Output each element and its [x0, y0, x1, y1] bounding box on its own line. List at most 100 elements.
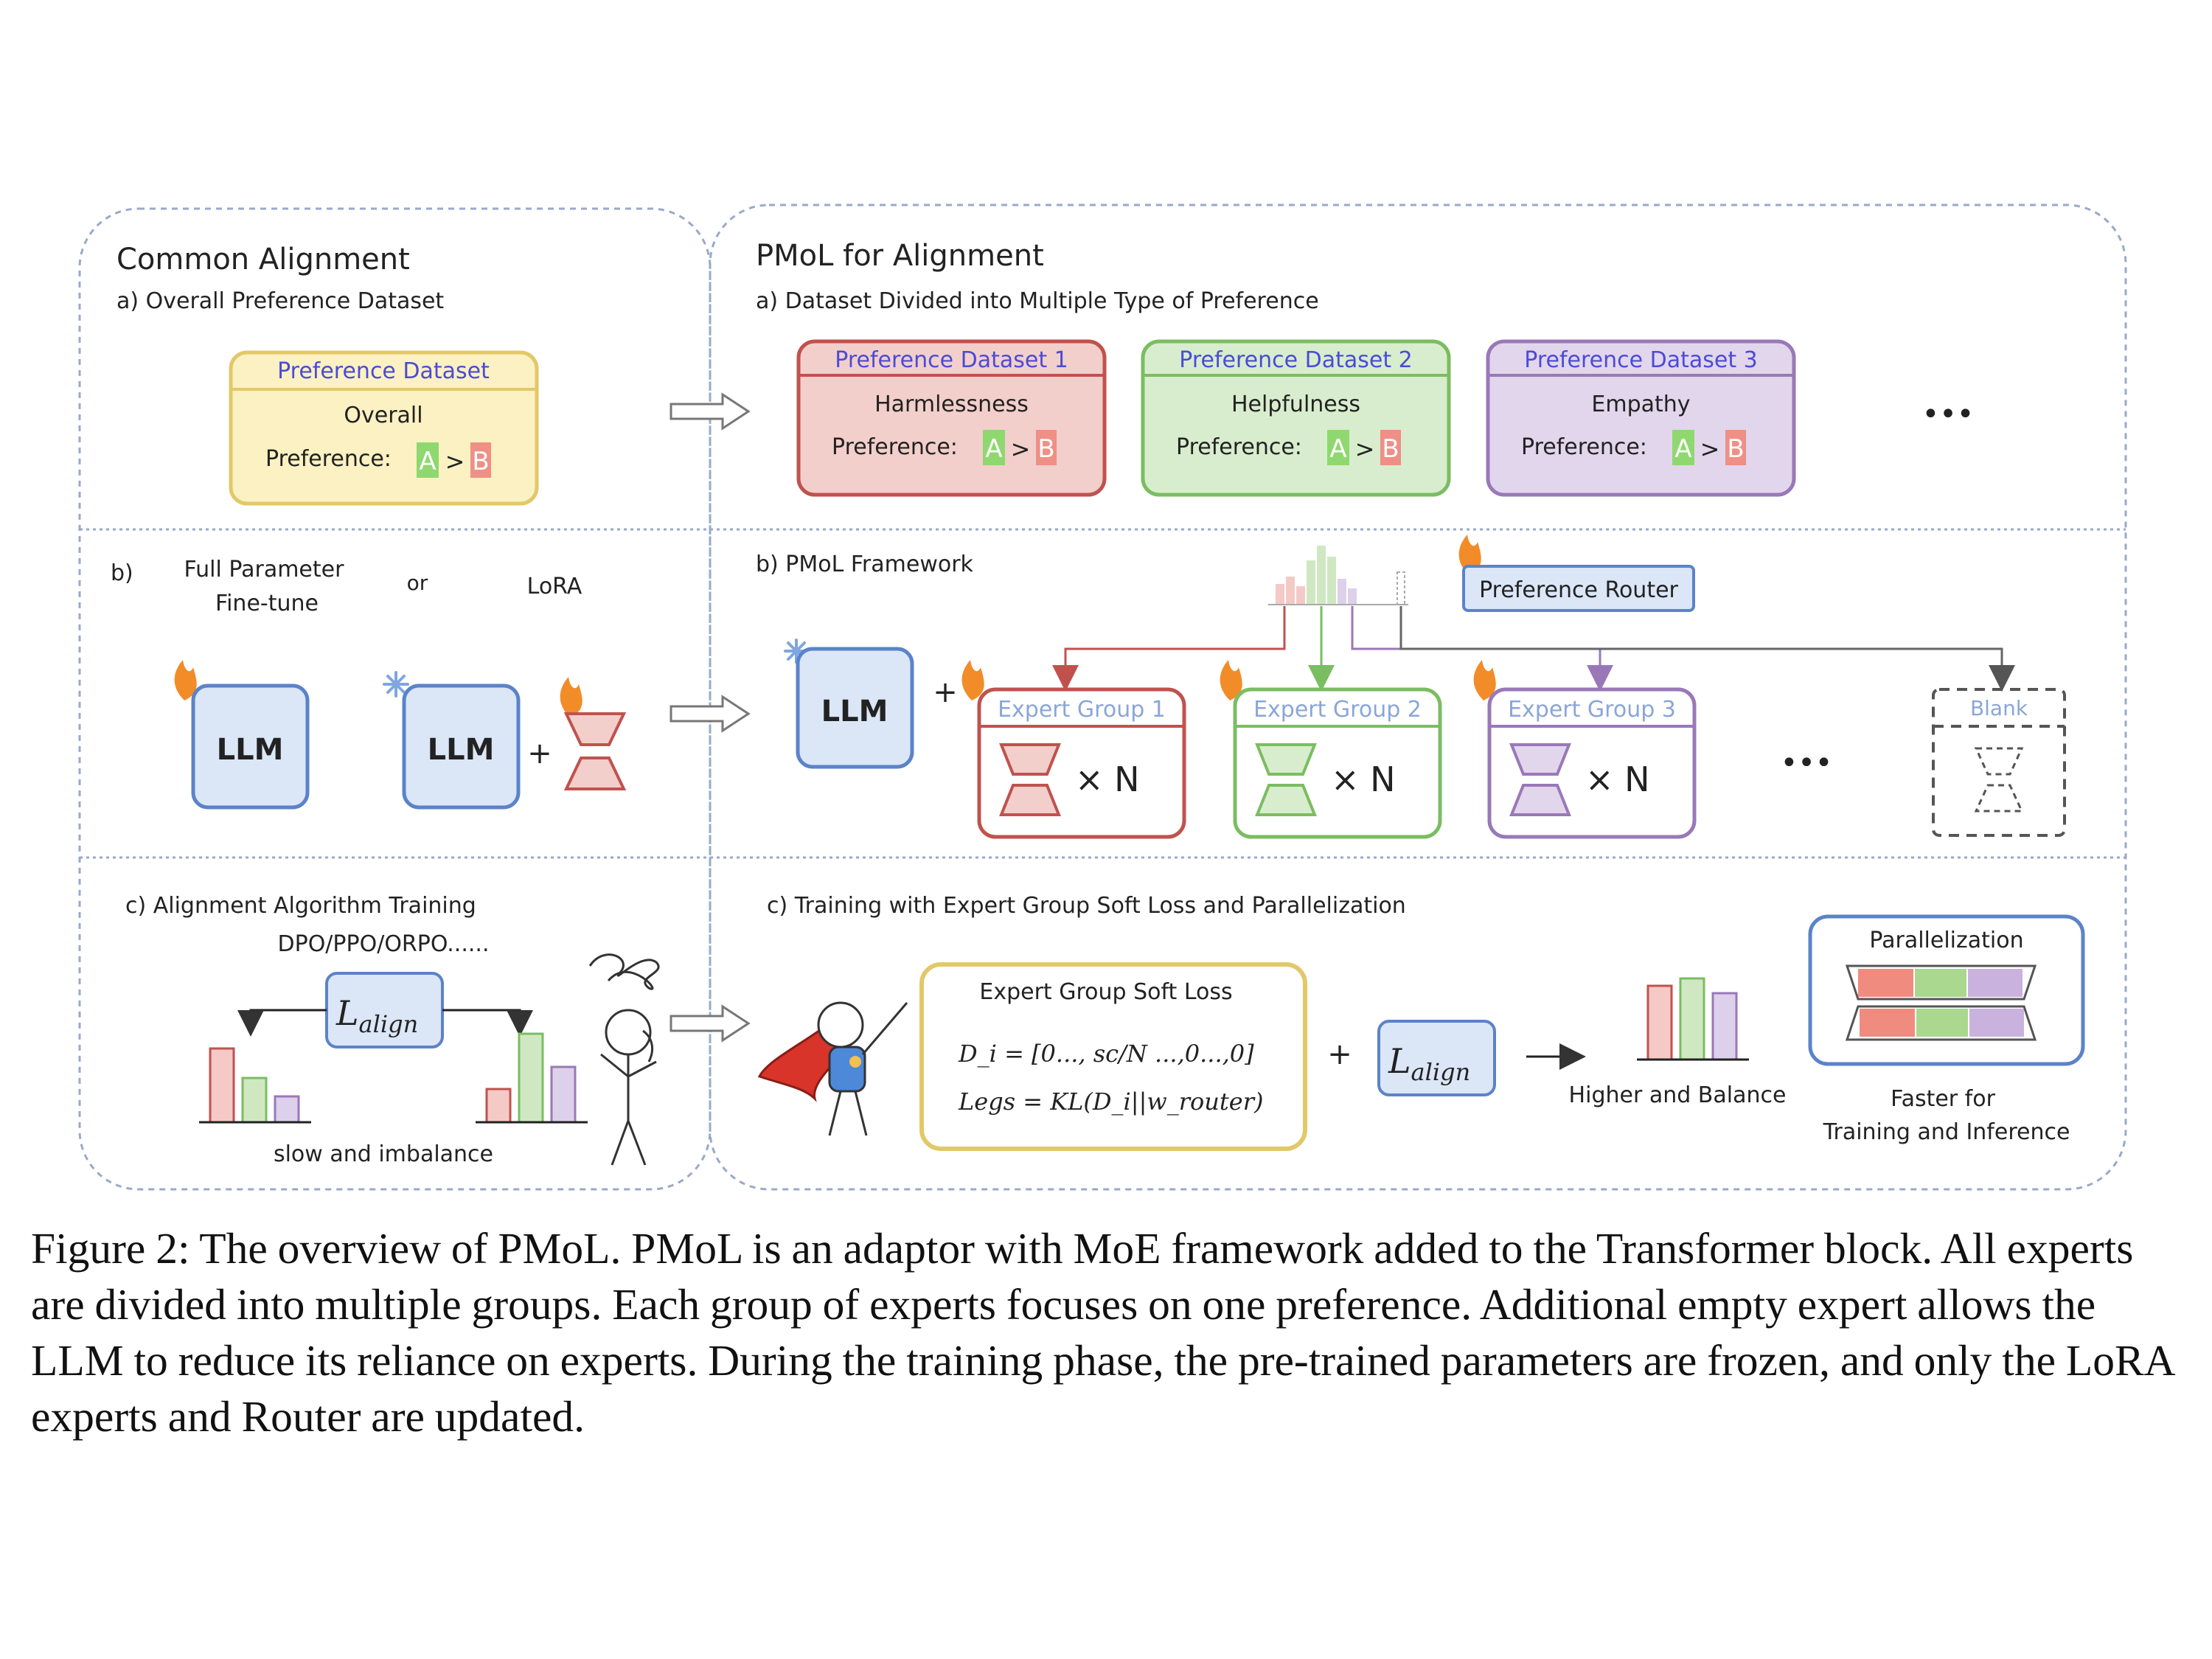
route-line-blank: [1399, 606, 2015, 692]
pref-a-chip: [1327, 430, 1349, 465]
parallelization-box: Parallelization: [1808, 914, 2085, 1066]
bar: [209, 1047, 235, 1124]
svg-text:>: >: [1355, 435, 1375, 463]
llm-box-pmol: LLM: [796, 647, 914, 769]
lora-adapter-icon: [1509, 743, 1571, 776]
flame-icon: [1473, 660, 1496, 700]
bars-result: [1637, 977, 1749, 1061]
flame-icon: [174, 660, 197, 700]
svg-text:A: A: [419, 447, 436, 476]
left-panel-border: [78, 207, 712, 1191]
preference-dataset-2: Preference Dataset 2 HelpfulnessPreferenc…: [1141, 339, 1451, 497]
left-b-label: b): [111, 560, 133, 586]
snowflake-icon: [383, 671, 409, 698]
flame-icon: [961, 660, 984, 700]
bars-before: [199, 1047, 311, 1124]
pref-b-chip: [1036, 430, 1057, 465]
preference-dataset-1: Preference Dataset 1HarmlessnessPreferen…: [796, 339, 1107, 497]
dataset-title: Preference Dataset 3: [1524, 347, 1757, 373]
lora-adapter-icon: [563, 712, 627, 790]
pref-a-chip: [983, 430, 1005, 465]
plus-sign: +: [1327, 1037, 1352, 1071]
svg-text:LLM: LLM: [428, 733, 495, 767]
svg-text:B: B: [1037, 434, 1054, 464]
left-panel-title: Common Alignment: [116, 243, 410, 276]
expert-group-title: Expert Group 1: [998, 697, 1166, 723]
lora-adapter-icon: [999, 743, 1061, 776]
bar: [241, 1077, 268, 1124]
svg-text:A: A: [1674, 434, 1691, 464]
algorithms-label: DPO/PPO/ORPO......: [278, 931, 490, 957]
parallel-stack-bottom: [1845, 1005, 2037, 1041]
pref-a-chip: [1672, 430, 1694, 465]
left-a-label: a) Overall Preference Dataset: [116, 288, 444, 314]
svg-text:>: >: [1700, 435, 1720, 463]
full-param-line1: Full Parameter: [184, 557, 345, 582]
soft-loss-title: Expert Group Soft Loss: [979, 979, 1232, 1005]
right-a-label: a) Dataset Divided into Multiple Type of…: [756, 288, 1319, 314]
bar: [518, 1032, 544, 1124]
bars-after: [476, 1032, 588, 1124]
faster-line2: Training and Inference: [1823, 1119, 2070, 1145]
blank-label: Blank: [1970, 696, 2028, 720]
dataset-name: Harmlessness: [874, 392, 1029, 417]
hollow-arrow-a: [669, 392, 751, 431]
pref-b-chip: [470, 442, 491, 478]
svg-text:LLM: LLM: [217, 733, 284, 767]
lora-adapter-icon: [1255, 743, 1317, 776]
dataset-name: Helpfulness: [1231, 392, 1360, 417]
bar: [550, 1065, 577, 1124]
dataset-pref-label: Preference:: [1176, 434, 1302, 460]
lora-label: LoRA: [527, 574, 582, 599]
pref-b-chip: [1380, 430, 1401, 465]
expert-group-1: Expert Group 1× N: [977, 687, 1186, 839]
pmol-overview-figure: Common Alignment a) Overall Preference D…: [78, 204, 2127, 1191]
pref-a-chip: [417, 442, 439, 478]
times-n-label: × N: [1331, 759, 1396, 799]
llm-box-lora: LLM: [402, 684, 521, 810]
right-c-label: c) Training with Expert Group Soft Loss …: [767, 893, 1406, 919]
soft-loss-box: Expert Group Soft Loss D_i = [0..., sc/N…: [919, 962, 1307, 1151]
overall-pref-label: Preference:: [265, 446, 392, 472]
loss-align-box-left: Lalign: [325, 972, 444, 1048]
router-histogram: [1268, 546, 1408, 605]
parallel-stack-top: [1845, 964, 2037, 1001]
bar: [1679, 977, 1705, 1061]
expert-group-title: Expert Group 3: [1508, 697, 1676, 723]
svg-text:A: A: [985, 434, 1002, 464]
plus-sign: +: [527, 737, 552, 771]
route-line-1: [1052, 606, 1286, 692]
arrow-to-after: [442, 1009, 533, 1037]
preference-router-box: Preference Router: [1462, 565, 1695, 612]
dataset-name: Empathy: [1591, 392, 1690, 417]
svg-text:B: B: [472, 447, 489, 476]
dataset-title: Preference Dataset 1: [835, 347, 1068, 373]
dataset-pref-label: Preference:: [1521, 434, 1647, 460]
hollow-arrow-b: [669, 695, 751, 733]
arrow-to-before: [237, 1009, 327, 1037]
or-label: or: [407, 571, 428, 595]
overall-dataset-title: Preference Dataset: [277, 358, 490, 384]
preference-router-label: Preference Router: [1479, 577, 1678, 603]
overall-dataset-box: Preference Dataset Overall Preference: A…: [229, 350, 539, 506]
higher-balance-label: Higher and Balance: [1569, 1082, 1787, 1108]
bar: [1711, 992, 1738, 1061]
bar: [274, 1095, 300, 1124]
right-panel-title: PMoL for Alignment: [756, 239, 1044, 273]
svg-text:A: A: [1329, 434, 1346, 464]
svg-text:Lalign: Lalign: [335, 993, 418, 1038]
svg-text:B: B: [1727, 434, 1744, 464]
full-param-line2: Fine-tune: [215, 591, 319, 616]
dataset-title: Preference Dataset 2: [1179, 347, 1412, 373]
flame-icon: [1220, 660, 1242, 700]
svg-text:B: B: [1382, 434, 1399, 464]
expert-group-title: Expert Group 2: [1253, 697, 1422, 723]
svg-text:>: >: [1011, 435, 1031, 463]
datasets-ellipsis: •••: [1922, 397, 1975, 431]
preference-datasets: Preference Dataset 1HarmlessnessPreferen…: [796, 339, 1796, 497]
expert-group-2: Expert Group 2 × N: [1233, 687, 1442, 839]
svg-text:Lalign: Lalign: [1388, 1041, 1470, 1086]
bar: [485, 1088, 512, 1124]
